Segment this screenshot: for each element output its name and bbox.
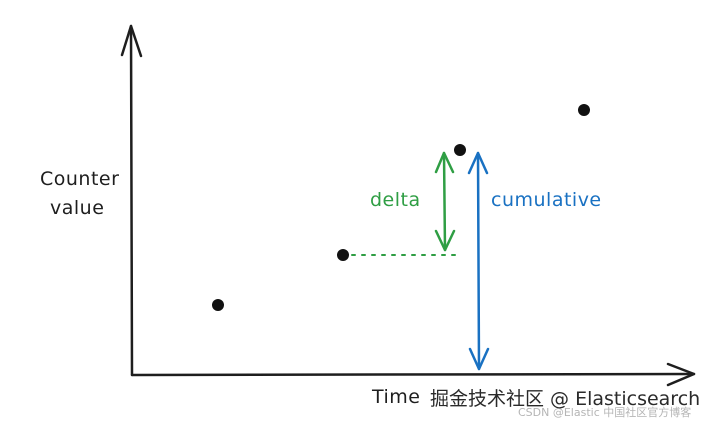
data-point: [454, 144, 466, 156]
cumulative-label: cumulative: [491, 189, 602, 211]
delta-annotation: [351, 151, 457, 256]
cumulative-arrow-shaft: [476, 151, 481, 371]
y-axis-line: [129, 24, 134, 377]
x-axis-line: [130, 372, 696, 377]
data-point: [212, 299, 224, 311]
cumulative-annotation: [467, 151, 490, 371]
data-point: [578, 104, 590, 116]
data-point: [337, 249, 349, 261]
axes: [120, 24, 696, 387]
delta-arrow-down-icon: [434, 229, 456, 252]
watermark-main: 掘金技术社区 @ Elasticsearch: [430, 388, 701, 410]
cumulative-arrow-up-icon: [467, 151, 489, 175]
y-axis-label-line2: value: [50, 197, 104, 219]
y-axis-arrowhead-icon: [120, 24, 143, 58]
delta-arrow-shaft: [442, 151, 447, 252]
delta-arrow-up-icon: [434, 151, 455, 174]
y-axis-label-line1: Counter: [40, 168, 119, 190]
delta-label: delta: [370, 189, 421, 211]
x-axis-label: Time: [371, 386, 421, 408]
cumulative-arrow-down-icon: [468, 347, 490, 371]
x-axis-arrowhead-icon: [666, 362, 696, 387]
data-points: [212, 104, 590, 311]
watermark-sub: CSDN @Elastic 中国社区官方博客: [518, 406, 692, 419]
